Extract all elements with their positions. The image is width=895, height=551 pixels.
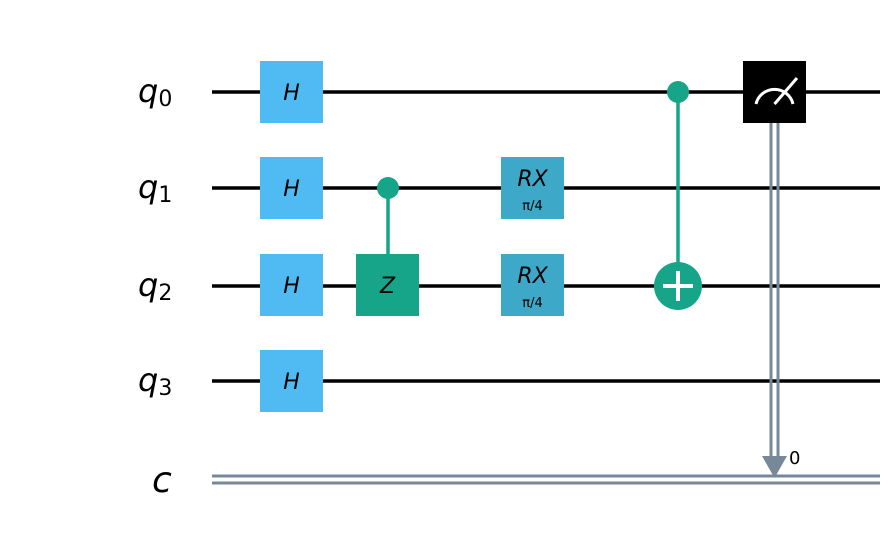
cz-gate: Z [356, 177, 419, 316]
measure-arrow-head [762, 456, 787, 478]
rx-gate-q2: RX π/4 [501, 254, 564, 316]
cnot-control-dot [667, 81, 689, 103]
h-gate-q2: H [260, 254, 323, 316]
rx-gate-q1: RX π/4 [501, 157, 564, 219]
measure-bit-index: 0 [789, 448, 800, 469]
svg-text:H: H [283, 81, 300, 106]
h-gate-q1: H [260, 157, 323, 219]
measure-gate-q0: 0 [743, 61, 806, 478]
svg-text:H: H [283, 274, 300, 299]
meter-icon [754, 87, 795, 105]
qubit-label-q3: q3 [138, 361, 172, 401]
h-gate-q3: H [260, 350, 323, 412]
qubit-label-q2: q2 [138, 266, 172, 306]
svg-text:RX: RX [517, 264, 548, 289]
qubit-label-q1: q1 [138, 168, 172, 208]
classical-wire [212, 474, 880, 485]
svg-text:H: H [283, 177, 300, 202]
h-gate-q0: H [260, 61, 323, 123]
svg-text:π/4: π/4 [522, 199, 542, 214]
cz-control-dot [377, 177, 399, 199]
z-gate-q2 [356, 254, 419, 316]
svg-text:π/4: π/4 [522, 296, 542, 311]
qubit-label-q0: q0 [138, 72, 172, 112]
meter-needle [773, 77, 799, 105]
cnot-gate [654, 81, 702, 310]
svg-text:Z: Z [379, 274, 396, 299]
classical-register-label: c [152, 460, 172, 501]
svg-text:RX: RX [517, 167, 548, 192]
svg-text:H: H [283, 370, 300, 395]
measure-box [743, 61, 806, 123]
